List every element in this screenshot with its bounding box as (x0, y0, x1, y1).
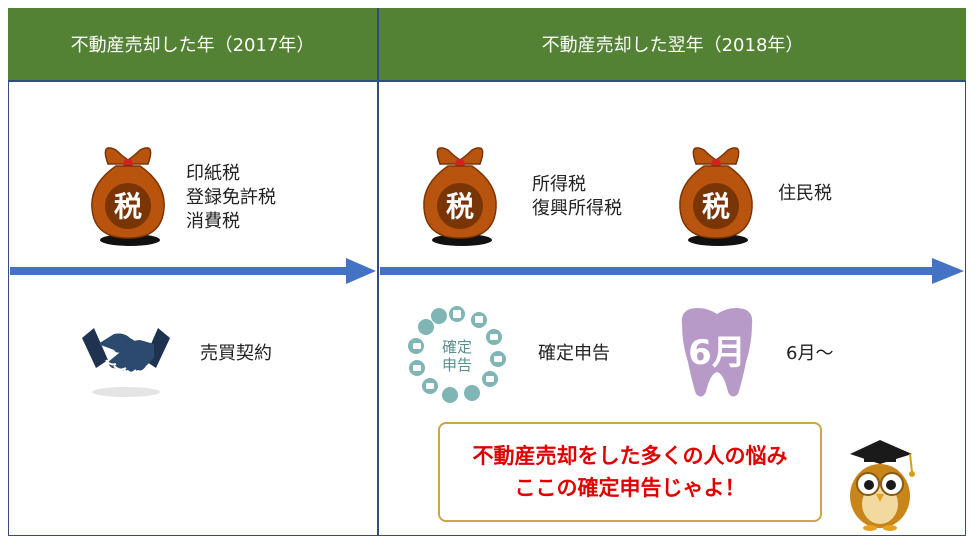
speech-line-2: ここの確定申告じゃよ！ (514, 476, 746, 500)
tooth-month-label: 6月 (688, 333, 746, 373)
tooth-icon: 6月 (681, 308, 753, 397)
tax-bag-icon: 税 (423, 147, 497, 246)
header-2018-label: 不動産売却した翌年（2018年） (541, 35, 804, 56)
tax-bag-label: 税 (446, 190, 474, 223)
tax-bag-label: 税 (114, 190, 142, 223)
handshake-icon (82, 328, 170, 397)
speech-line-1: 不動産売却をした多くの人の悩み (472, 444, 788, 468)
tax-income: 所得税 (532, 174, 586, 195)
column-divider (377, 8, 379, 536)
header-underline (8, 80, 966, 82)
tax-reconstruction: 復興所得税 (532, 198, 622, 219)
event-month: 6月〜 (786, 343, 834, 364)
tax-return-icon: 確定 申告 (408, 306, 506, 403)
tax-return-icon-line1: 確定 (442, 338, 472, 356)
right-tax-list-1: 所得税 復興所得税 (532, 173, 622, 221)
tax-registration: 登録免許税 (186, 187, 276, 208)
tax-return-icon-line2: 申告 (442, 356, 472, 374)
event-tax-return: 確定申告 (538, 343, 610, 364)
timeline-arrow-left (10, 258, 376, 284)
right-tax-list-2: 住民税 (778, 182, 832, 206)
header-2017: 不動産売却した年（2017年） (8, 8, 377, 80)
tax-bag-label: 税 (702, 190, 730, 223)
header-2017-label: 不動産売却した年（2017年） (70, 35, 315, 56)
tax-resident: 住民税 (778, 183, 832, 204)
timeline-arrow-right (380, 258, 964, 284)
tax-bag-icon: 税 (679, 147, 753, 246)
tax-stamp-duty: 印紙税 (186, 163, 240, 184)
tax-consumption: 消費税 (186, 211, 240, 232)
owl-professor-icon (850, 440, 915, 531)
tax-bag-icon: 税 (91, 147, 165, 246)
left-tax-list: 印紙税 登録免許税 消費税 (186, 162, 276, 234)
event-contract: 売買契約 (200, 343, 272, 364)
header-2018: 不動産売却した翌年（2018年） (379, 8, 966, 80)
speech-box: 不動産売却をした多くの人の悩み ここの確定申告じゃよ！ (438, 422, 822, 522)
